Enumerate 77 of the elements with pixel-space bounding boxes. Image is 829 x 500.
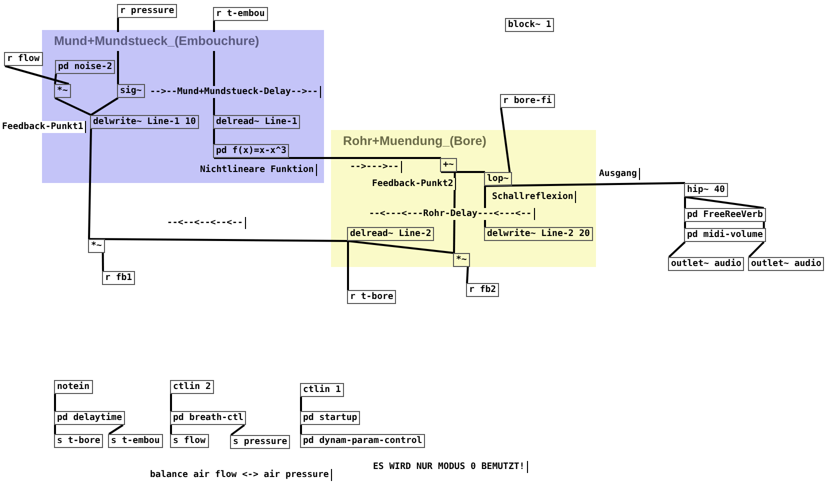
- group-heading: Mund+Mundstueck_(Embouchure): [54, 32, 260, 51]
- comment-text: --<---<---Rohr-Delay---<---<--: [369, 208, 535, 220]
- patch-cord: [88, 128, 92, 240]
- object-box: delread~ Line-1: [213, 115, 300, 129]
- patch-cord: [54, 74, 57, 84]
- patch-cord: [484, 182, 686, 187]
- object-box: delwrite~ Line-1 10: [90, 115, 199, 129]
- object-box: outlet~ audio: [748, 257, 824, 271]
- object-box: ctlin 1: [300, 383, 344, 397]
- object-box: pd startup: [300, 411, 360, 425]
- object-box: pd noise-2: [55, 60, 116, 74]
- patch-cord: [214, 157, 441, 159]
- comment-text: -->--->--: [350, 161, 402, 173]
- patch-cord: [684, 197, 686, 208]
- patch-cord: [54, 425, 56, 434]
- comment-text: balance air flow <-> air pressure: [150, 469, 332, 481]
- patch-cord: [89, 238, 348, 242]
- comment-text: ES WIRD NUR MODUS 0 BEMUTZT!: [373, 461, 528, 473]
- comment-text: -->--Mund+Mundstueck-Delay-->--: [150, 86, 321, 98]
- comment-text: Feedback-Punkt2: [372, 178, 456, 190]
- object-box: s t-bore: [54, 434, 104, 448]
- object-box: *~: [54, 84, 71, 98]
- object-box: +~: [440, 158, 457, 172]
- comment-text: Feedback-Punkt1: [2, 121, 86, 133]
- object-box: notein: [54, 380, 93, 394]
- patch-cord: [500, 108, 511, 172]
- patch-cord: [230, 424, 246, 436]
- patch-cord: [762, 222, 765, 228]
- object-box: block~ 1: [505, 18, 554, 32]
- comment-text: --<--<--<--<--: [167, 217, 246, 229]
- object-box: sig~: [117, 84, 145, 98]
- object-box: s pressure: [230, 435, 290, 449]
- object-box: pd dynam-param-control: [300, 434, 426, 448]
- patch-cord: [748, 241, 765, 258]
- object-box: pd delaytime: [54, 411, 126, 425]
- object-box: pd f(x)=x-x^3: [213, 144, 290, 158]
- object-box: r pressure: [117, 4, 178, 18]
- object-box: ctlin 2: [170, 380, 214, 394]
- object-box: r flow: [4, 52, 43, 66]
- object-box: r bore-fi: [500, 94, 555, 108]
- patch-cord: [347, 241, 349, 290]
- patch-cord: [348, 240, 454, 254]
- patch-cord: [4, 65, 70, 85]
- object-box: outlet~ audio: [668, 257, 744, 271]
- object-box: *~: [88, 239, 105, 253]
- patch-cord: [213, 129, 215, 144]
- patch-cord: [108, 424, 124, 435]
- object-box: pd midi-volume: [684, 228, 766, 242]
- object-box: hip~ 40: [684, 183, 728, 197]
- comment-text: Ausgang: [599, 168, 640, 180]
- patch-cord: [441, 171, 485, 173]
- comment-text: Schallreflexion: [492, 191, 576, 203]
- object-box: r fb2: [466, 283, 500, 297]
- patch-cord: [300, 397, 302, 411]
- object-box: *~: [453, 253, 470, 267]
- patch-cord: [300, 425, 302, 434]
- patch-cord: [684, 222, 686, 228]
- object-box: pd breath-ctl: [170, 411, 246, 425]
- patch-cord: [170, 425, 172, 434]
- object-box: r t-embou: [213, 7, 268, 21]
- patch-cord: [170, 394, 172, 411]
- object-box: delread~ Line-2: [347, 227, 434, 241]
- patch-cord: [466, 266, 469, 284]
- object-box: pd FreeReeVerb: [684, 208, 766, 222]
- patch-cord: [54, 97, 92, 116]
- patch-cord: [102, 253, 104, 271]
- object-box: lop~: [484, 172, 512, 186]
- object-box: delwrite~ Line-2 20: [484, 227, 593, 241]
- patch-cord: [54, 394, 56, 411]
- object-box: s flow: [170, 434, 209, 448]
- object-box: s t-embou: [108, 434, 163, 448]
- patch-cord: [90, 97, 119, 116]
- patch-cord: [668, 241, 686, 258]
- object-box: r fb1: [102, 271, 136, 285]
- comment-text: Nichtlineare Funktion: [200, 164, 317, 176]
- patch-cord: [684, 196, 764, 209]
- object-box: r t-bore: [347, 290, 396, 304]
